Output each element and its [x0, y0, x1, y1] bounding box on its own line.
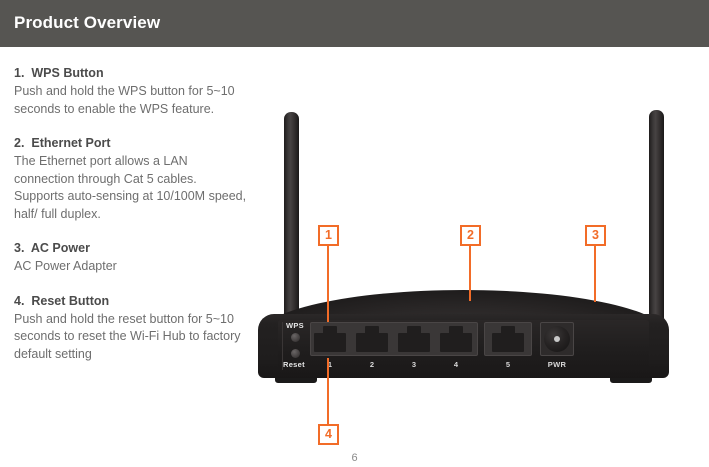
- power-label: PWR: [547, 360, 567, 369]
- page-title: Product Overview: [14, 13, 161, 32]
- list-item-body: The Ethernet port allows a LAN connectio…: [14, 154, 247, 221]
- rj45-notch: [365, 326, 379, 335]
- list-item: 4. Reset Button Push and hold the reset …: [14, 294, 248, 364]
- list-item-heading: 4. Reset Button: [14, 293, 110, 308]
- rj45-body: [398, 333, 430, 352]
- antenna-right: [649, 110, 664, 332]
- callout-badge-3: 3: [585, 225, 606, 246]
- port-label-2: 2: [369, 360, 375, 369]
- ethernet-port-5: [492, 326, 524, 352]
- callout-leader-line-2: [469, 246, 471, 301]
- list-item: 2. Ethernet Port The Ethernet port allow…: [14, 136, 248, 223]
- port-label-1: 1: [327, 360, 333, 369]
- rj45-notch: [323, 326, 337, 335]
- rj45-notch: [449, 326, 463, 335]
- list-item-body: Push and hold the WPS button for 5~10 se…: [14, 84, 235, 116]
- section-header-bar: Product Overview: [0, 0, 709, 47]
- chassis-foot-left: [275, 374, 317, 383]
- list-item-body: AC Power Adapter: [14, 259, 117, 273]
- callout-badge-1: 1: [318, 225, 339, 246]
- callout-badge-2: 2: [460, 225, 481, 246]
- reset-label: Reset: [283, 360, 305, 369]
- chassis-foot-right: [610, 374, 652, 383]
- ethernet-port-3: [398, 326, 430, 352]
- rj45-body: [440, 333, 472, 352]
- list-item: 3. AC Power AC Power Adapter: [14, 241, 248, 276]
- antenna-left: [284, 112, 299, 327]
- list-item-body: Push and hold the reset button for 5~10 …: [14, 311, 241, 361]
- port-label-3: 3: [411, 360, 417, 369]
- ethernet-port-1: [314, 326, 346, 352]
- ethernet-port-4: [440, 326, 472, 352]
- panel-edge-line: [282, 322, 283, 370]
- router-illustration: WPS Reset 1 2 3 4 5 PWR 1 2 3 4: [258, 52, 709, 452]
- port-label-4: 4: [453, 360, 459, 369]
- ethernet-port-2: [356, 326, 388, 352]
- list-item: 1. WPS Button Push and hold the WPS butt…: [14, 66, 248, 118]
- port-label-5: 5: [505, 360, 511, 369]
- power-jack-pin: [554, 336, 560, 342]
- callout-badge-4: 4: [318, 424, 339, 445]
- wps-button: [291, 333, 300, 342]
- callout-leader-line-1: [327, 246, 329, 322]
- wps-label: WPS: [286, 321, 304, 330]
- rj45-notch: [501, 326, 515, 335]
- callout-leader-line-4: [327, 358, 329, 424]
- rj45-body: [356, 333, 388, 352]
- feature-list: 1. WPS Button Push and hold the WPS butt…: [14, 66, 248, 363]
- rj45-body: [314, 333, 346, 352]
- list-item-heading: 1. WPS Button: [14, 66, 104, 80]
- page-number: 6: [351, 452, 358, 464]
- list-item-heading: 2. Ethernet Port: [14, 136, 111, 150]
- rj45-body: [492, 333, 524, 352]
- callout-leader-line-3: [594, 246, 596, 302]
- rj45-notch: [407, 326, 421, 335]
- list-item-heading: 3. AC Power: [14, 241, 90, 255]
- reset-button: [291, 349, 300, 358]
